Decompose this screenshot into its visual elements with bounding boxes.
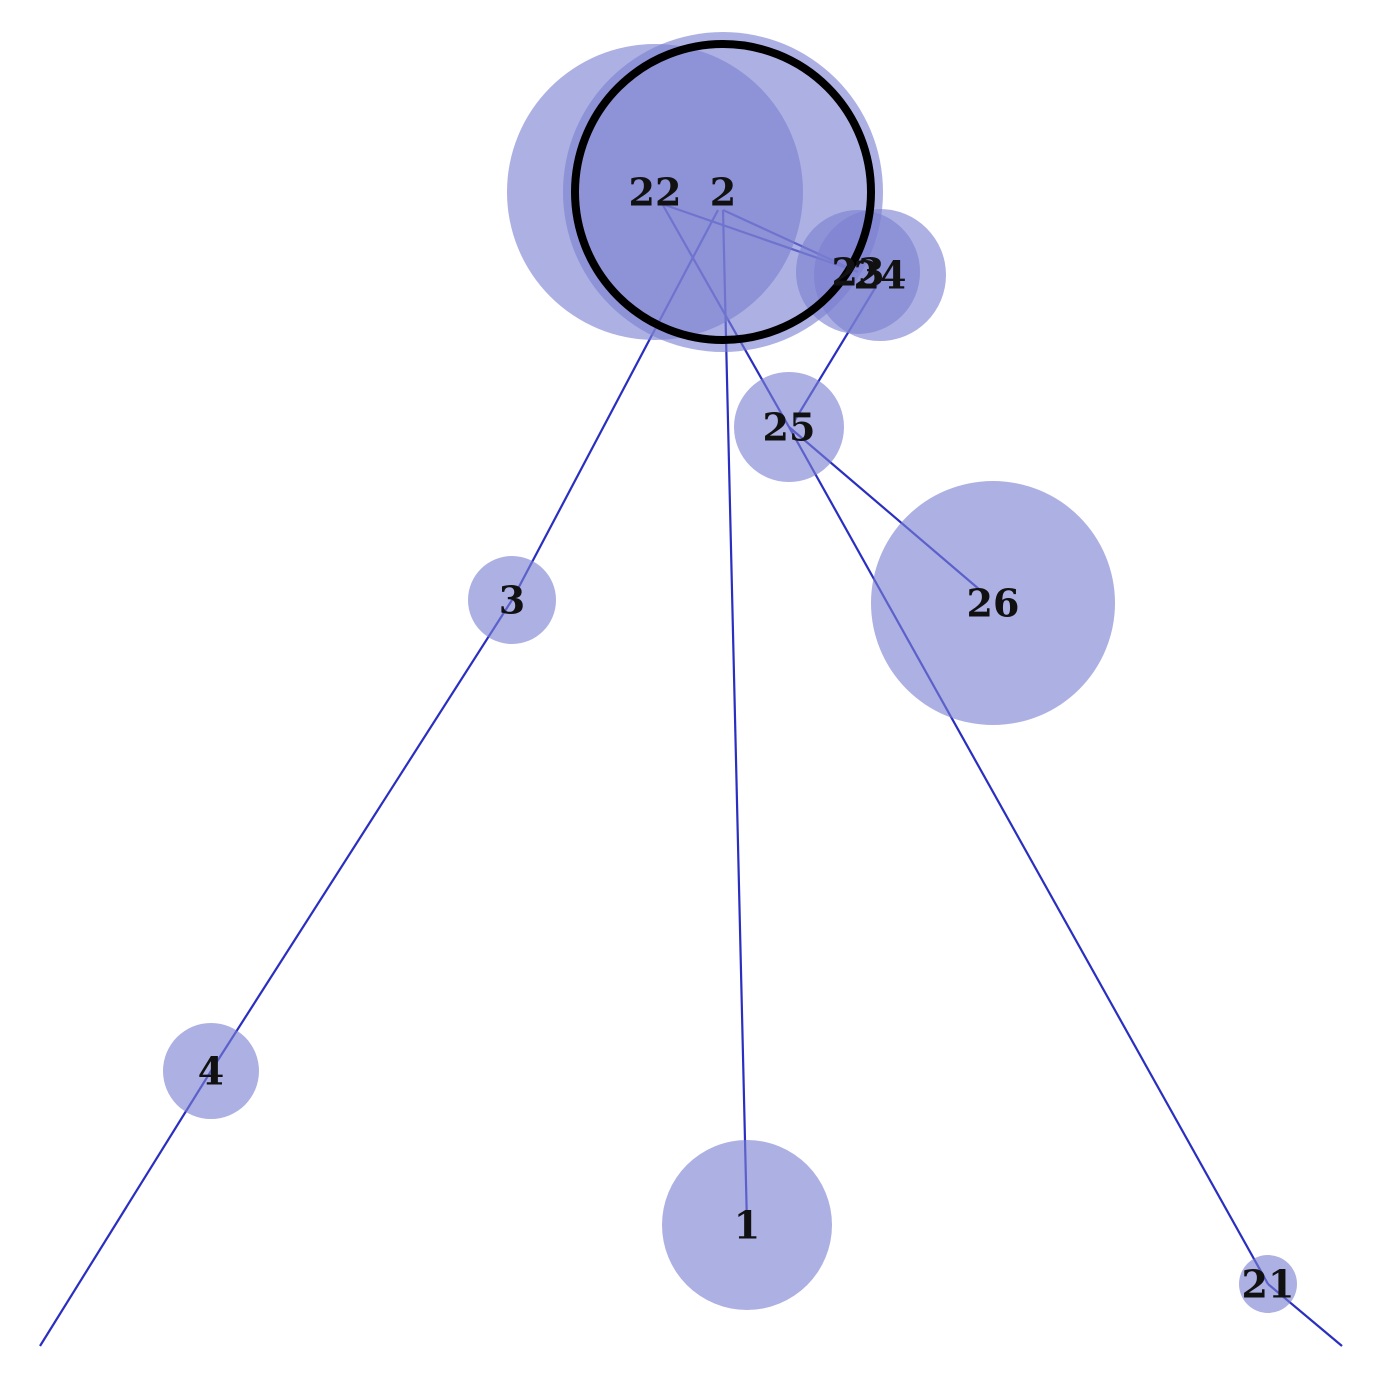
node-26[interactable] [871,481,1115,725]
node-label-21: 21 [1242,1262,1295,1307]
node-25[interactable] [734,372,844,482]
node-label-22: 22 [629,170,682,215]
node-3[interactable] [468,556,556,644]
nodes-layer [163,32,1297,1313]
edge-25-21 [788,426,1269,1285]
node-4[interactable] [163,1023,259,1119]
node-label-24: 24 [854,253,907,298]
node-label-25: 25 [763,405,816,450]
node-label-26: 26 [967,581,1020,626]
node-label-2: 2 [710,170,736,215]
edge-2-1 [721,209,749,1226]
node-label-3: 3 [499,578,525,623]
node-label-1: 1 [734,1203,760,1248]
node-label-23: 23 [832,250,885,295]
node-label-4: 4 [198,1049,224,1094]
node-1[interactable] [662,1140,832,1310]
node-24[interactable] [814,209,946,341]
edge-3-4 [210,599,513,1072]
selected-node-outline [571,40,875,344]
edge-4-offscreen [39,1070,212,1347]
node-21[interactable] [1239,1255,1297,1313]
